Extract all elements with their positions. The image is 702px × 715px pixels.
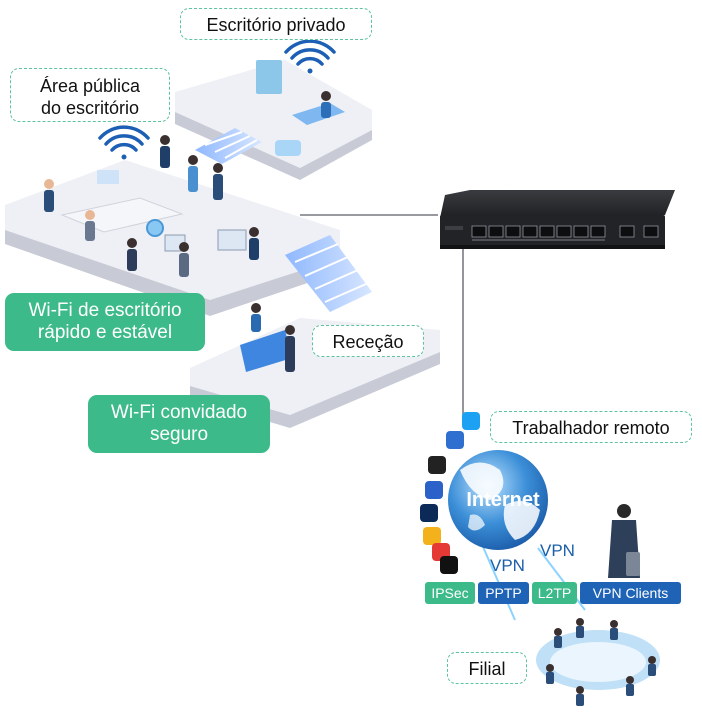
tiktok-icon xyxy=(440,556,458,574)
photoshop-icon xyxy=(420,504,438,522)
branch-label: Filial xyxy=(447,652,527,684)
public-area-floor xyxy=(5,160,340,300)
switch-ports xyxy=(471,225,659,238)
internet-label: Internet xyxy=(466,489,540,511)
public-area-label: Área pública do escritório xyxy=(10,68,170,122)
guest-wifi-callout: Wi-Fi convidado seguro xyxy=(88,395,270,453)
office-people xyxy=(44,91,331,372)
branch-meeting xyxy=(536,618,660,706)
remote-worker-figure xyxy=(608,504,640,578)
protocol-ipsec: IPSec xyxy=(425,582,475,604)
mail-icon xyxy=(423,527,441,545)
connection-lines xyxy=(300,214,586,621)
remote-worker-label: Trabalhador remoto xyxy=(490,411,692,443)
app-icons xyxy=(420,412,480,574)
reception-label: Receção xyxy=(312,325,424,357)
amazon-icon xyxy=(428,456,446,474)
private-office-floor xyxy=(175,60,372,168)
protocol-pptp: PPTP xyxy=(478,582,529,604)
fast-wifi-callout: Wi-Fi de escritório rápido e estável xyxy=(5,293,205,351)
protocol-vpn-clients: VPN Clients xyxy=(580,582,681,604)
wifi-icon xyxy=(98,39,336,160)
vpn-label-left: VPN xyxy=(490,556,525,575)
private-office-label: Escritório privado xyxy=(180,8,372,40)
stairs-lower xyxy=(285,235,372,312)
internet-globe xyxy=(448,450,548,550)
vpn-label-right: VPN xyxy=(540,541,575,560)
twitter-icon xyxy=(462,412,480,430)
chrome-icon xyxy=(446,431,464,449)
messenger-icon xyxy=(425,481,443,499)
protocol-l2tp: L2TP xyxy=(532,582,577,604)
network-switch xyxy=(440,190,675,249)
